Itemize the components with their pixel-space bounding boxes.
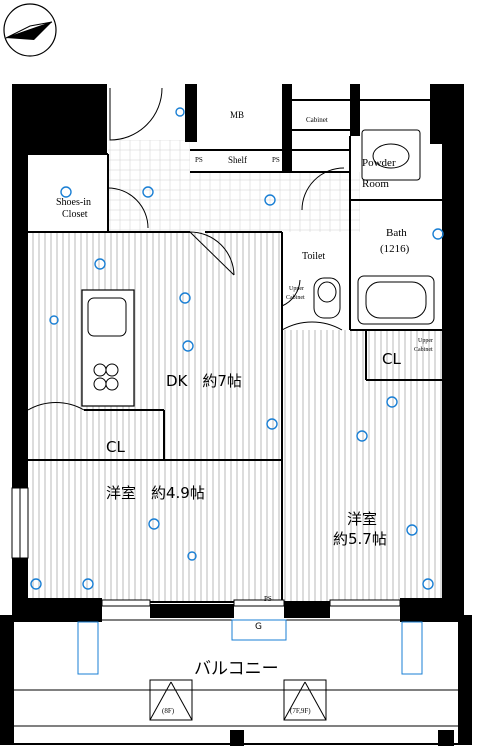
kitchen-counter	[81, 289, 135, 407]
bath-label-1: Bath	[386, 227, 407, 239]
ps-label-1: PS	[195, 156, 203, 164]
closet-right-label: CL	[382, 350, 401, 368]
toilet-label: Toilet	[302, 251, 326, 262]
washbasin-icon	[361, 129, 421, 181]
windows	[11, 487, 401, 607]
unit-7f-9f-label: (7F,9F)	[290, 707, 311, 715]
dk-label: DK 約7帖	[166, 372, 242, 390]
upper-cabinet-right-label-2: Cabinet	[414, 347, 433, 353]
ps-label-2: PS	[272, 156, 280, 164]
mb-label: MB	[230, 110, 245, 120]
closet-left-label: CL	[106, 438, 125, 456]
upper-cabinet-right-label-1: Upper	[418, 338, 433, 344]
shoes-closet-label-1: Shoes-in	[56, 197, 91, 208]
western-room-right-label-1: 洋室	[347, 510, 378, 528]
electrical-outlet-icons	[30, 107, 444, 590]
powder-room-label-2: Room	[362, 178, 389, 190]
ps-label-3: PS	[264, 595, 272, 603]
shoes-closet-label-2: Closet	[62, 209, 88, 220]
western-room-right-label-2: 約5.7帖	[333, 530, 387, 548]
entrance-floor	[108, 140, 190, 232]
balcony-label: バルコニー	[194, 659, 279, 679]
north-arrow-icon	[3, 3, 57, 57]
balcony-outline	[14, 619, 458, 745]
unit-8f-label: (8F)	[162, 707, 175, 715]
cabinet-label: Cabinet	[306, 116, 328, 124]
upper-cabinet-left-label-2: Cabinet	[286, 295, 305, 301]
dk-floor	[28, 232, 282, 460]
toilet-icon	[313, 277, 341, 319]
western-left-floor	[28, 460, 282, 602]
upper-cabinet-left-label-1: Upper	[289, 286, 304, 292]
shelf-label: Shelf	[228, 155, 247, 165]
bath-label-2: (1216)	[380, 243, 410, 255]
western-room-left-label: 洋室 約4.9帖	[106, 484, 205, 502]
doors	[27, 87, 345, 411]
bathtub-icon	[357, 275, 435, 325]
powder-room-label-1: Powder	[362, 157, 396, 169]
western-right-floor	[282, 330, 442, 602]
gas-meter-label: G	[255, 622, 262, 632]
walls	[0, 84, 472, 746]
